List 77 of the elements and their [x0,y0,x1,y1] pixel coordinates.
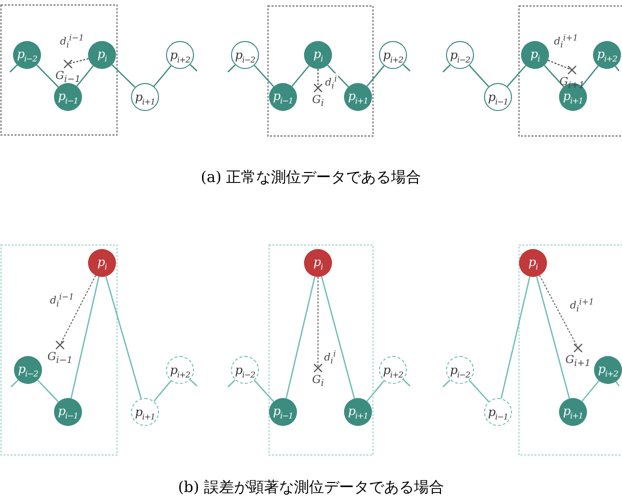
track-line [70,276,100,398]
track-line [112,64,136,88]
point-circle: p$_{i−1}$ [54,83,82,111]
point-circle: p$_{i−1}$ [484,83,512,111]
centroid-label: G$_{i−1}$ [47,350,73,366]
track-line [10,379,19,388]
distance-line [547,60,572,70]
track-line [468,64,490,88]
track-line [190,64,198,72]
caption-text: (b) 誤差が顕著な測位データである場合 [178,478,444,497]
track-line [321,276,355,399]
point-circle: p$_{i+2}$ [166,356,194,384]
point-circle: p$_{i−2}$ [446,356,474,384]
track-line [76,65,94,87]
point-circle: p$_{i+1}$ [559,398,587,426]
track-line [10,64,18,72]
point-circle: p$_{i}$ [519,249,547,277]
track-line [506,65,526,87]
point-circle: p$_{i}$ [88,41,116,69]
centroid-label: G$_{i}$ [312,93,324,110]
point-circle: p$_{i+1}$ [131,398,159,426]
point-circle: p$_{i+2}$ [594,356,622,384]
track-line [442,379,451,388]
track-line [105,276,142,399]
point-circle: p$_{i}$ [521,41,549,69]
track-line [37,380,59,402]
point-circle: p$_{i+1}$ [344,83,372,111]
track-line [190,379,198,386]
track-line [500,276,530,399]
point-circle: p$_{i+1}$ [344,398,372,426]
track-line [402,64,410,72]
track-line [254,380,274,402]
point-circle: p$_{i+1}$ [131,83,159,111]
point-circle: p$_{i−2}$ [446,41,474,69]
track-line [228,64,236,72]
track-line [153,380,172,402]
track-line [581,380,600,402]
point-circle: p$_{i+2}$ [166,41,194,69]
track-line [581,65,599,87]
point-circle: p$_{i+2}$ [379,41,407,69]
track-line [442,64,451,72]
track-line [291,65,310,87]
centroid-label: G$_{i+1}$ [565,353,591,370]
track-line [286,276,316,399]
point-circle: p$_{i}$ [88,249,116,277]
point-circle: p$_{i}$ [304,249,332,277]
track-line [614,66,620,72]
point-circle: p$_{i−2}$ [231,356,259,384]
track-line [544,64,564,88]
track-line [536,276,570,399]
point-circle: p$_{i+2}$ [379,356,407,384]
point-circle: p$_{i−1}$ [269,83,297,111]
point-circle: p$_{i−1}$ [269,398,297,426]
centroid-label: G$_{i+1}$ [559,75,585,92]
point-circle: p$_{i−1}$ [484,398,512,426]
track-line [366,65,385,87]
point-circle: p$_{i−2}$ [13,41,41,69]
centroid-label: G$_{i}$ [312,373,324,390]
point-circle: p$_{i−1}$ [54,398,82,426]
track-line [402,379,410,386]
track-line [36,64,59,88]
centroid-label: G$_{i−1}$ [55,69,81,86]
track-line [327,64,349,88]
point-circle: p$_{i−2}$ [231,41,259,69]
point-circle: p$_{i}$ [304,41,332,69]
distance-line [539,274,578,348]
track-line [153,65,172,87]
track-line [254,64,274,88]
track-line [366,380,385,402]
track-line [615,381,620,386]
track-line [468,380,490,402]
point-circle: p$_{i+2}$ [593,41,621,69]
point-circle: p$_{i−2}$ [14,356,42,384]
caption-text: (a) 正常な測位データである場合 [200,168,422,187]
distance-line [60,274,96,346]
track-line [228,379,236,388]
distance-line [68,58,89,64]
